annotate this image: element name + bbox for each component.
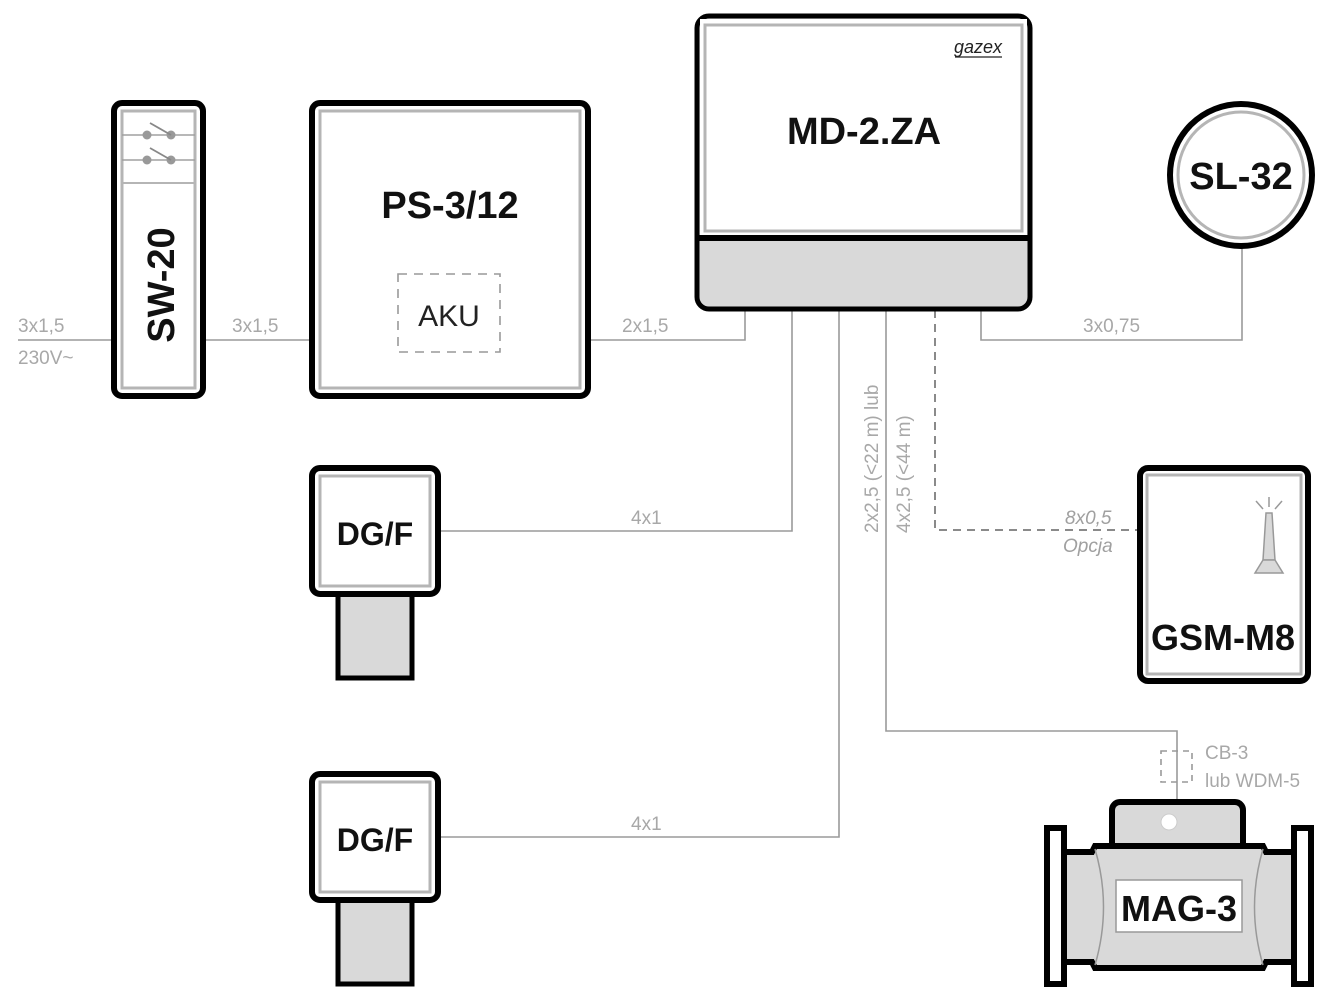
battery-label: AKU <box>418 300 480 333</box>
device-sl32[interactable]: SL-32 <box>1167 101 1315 249</box>
wire-md-to-gsm <box>934 310 1140 531</box>
ps-to-md-label: 2x1,5 <box>622 316 668 337</box>
ps312-label: PS-3/12 <box>381 185 518 227</box>
switch-icon <box>122 122 195 165</box>
mag-cable-label-b: 4x2,5 (<44 m) <box>894 415 915 533</box>
ps312-inner <box>318 109 582 390</box>
gsm-cable-label: 8x0,5 <box>1065 508 1112 529</box>
sw20-inner <box>120 109 197 390</box>
wires <box>18 247 1243 838</box>
device-dgf-1[interactable]: DG/F <box>309 465 441 681</box>
dgf1-sensor-head <box>335 590 415 681</box>
mains-cable-label: 3x1,5 <box>18 316 64 337</box>
md2za-inner <box>703 23 1024 233</box>
wire-md-to-dgf1 <box>438 310 793 532</box>
mag3-label: MAG-3 <box>1121 888 1237 929</box>
wire-md-to-sl <box>980 247 1243 341</box>
mag3-flange-right <box>1291 825 1314 987</box>
dgf2-cable-label: 4x1 <box>631 814 662 835</box>
gsm-inner <box>1145 473 1303 676</box>
device-sw20[interactable]: SW-20 <box>111 100 206 399</box>
dgf1-cable-label: 4x1 <box>631 508 662 529</box>
battery-box <box>397 273 501 353</box>
dgf2-sensor-head <box>335 896 415 987</box>
mag3-label-plate <box>1115 879 1243 933</box>
device-gsm-m8[interactable]: GSM-M8 <box>1137 465 1311 684</box>
device-dgf-2[interactable]: DG/F <box>309 771 441 987</box>
sw20-label: SW-20 <box>141 227 183 342</box>
sl32-label: SL-32 <box>1189 156 1292 198</box>
mains-voltage-label: 230V~ <box>18 348 73 369</box>
dgf1-inner <box>318 474 432 588</box>
dgf2-label: DG/F <box>337 822 413 858</box>
wire-labels: 3x1,5 230V~ 3x1,5 2x1,5 3x0,75 4x1 4x1 2… <box>18 316 1300 835</box>
brand-logo: gazex <box>954 37 1003 57</box>
wire-ps-to-md <box>588 310 746 341</box>
mag3-flange-left <box>1044 825 1067 987</box>
device-ps312[interactable]: PS-3/12 AKU <box>309 100 591 399</box>
device-mag3[interactable]: MAG-3 <box>1044 799 1314 987</box>
dgf1-label: DG/F <box>337 516 413 552</box>
gsm-label: GSM-M8 <box>1151 617 1295 658</box>
wire-md-to-mag <box>885 310 1178 803</box>
adapter-cb3-label: CB-3 <box>1205 743 1248 764</box>
wire-md-to-dgf2 <box>438 310 840 838</box>
adapter-wdm5-label: lub WDM-5 <box>1205 771 1300 792</box>
mag-cable-label-a: 2x2,5 (<22 m) lub <box>862 385 883 533</box>
md2za-label: MD-2.ZA <box>787 111 941 153</box>
adapter-cb3-box <box>1160 750 1193 783</box>
dgf2-inner <box>318 780 432 894</box>
md-to-sl-label: 3x0,75 <box>1083 316 1140 337</box>
device-md2za[interactable]: gazex MD-2.ZA <box>694 13 1033 312</box>
sw-to-ps-label: 3x1,5 <box>232 316 278 337</box>
mag3-indicator <box>1160 813 1178 831</box>
gsm-option-label: Opcja <box>1063 536 1113 557</box>
antenna-icon <box>1253 497 1285 574</box>
sl32-inner <box>1176 110 1306 240</box>
